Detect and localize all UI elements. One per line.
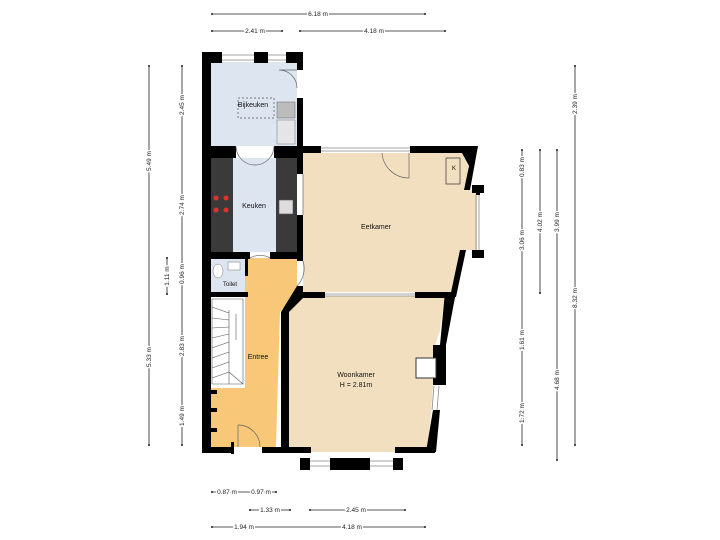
dim-top-right: 4.18 m <box>364 28 384 35</box>
wall <box>415 292 455 298</box>
wall <box>450 250 466 297</box>
wall <box>210 390 217 394</box>
wall <box>297 146 321 153</box>
wall <box>245 258 248 276</box>
wall <box>476 190 480 195</box>
dim-left-small: 1.11 m <box>164 266 171 285</box>
room-bijkeuken <box>210 62 297 146</box>
dim-bottom-097: 0.97 m <box>251 489 271 496</box>
stove-icon <box>213 195 229 213</box>
fireplace-icon <box>415 357 437 379</box>
wall <box>472 250 484 258</box>
wall <box>286 52 302 63</box>
dim-bottom-133: 1.33 m <box>260 507 280 514</box>
wall <box>330 458 370 470</box>
wall <box>274 146 303 158</box>
dim-top-overall: 6.18 m <box>308 11 328 18</box>
label-woonkamer: Woonkamer <box>337 372 375 379</box>
wall <box>210 428 217 432</box>
dim-left-upper-total: 5.49 m <box>146 151 153 171</box>
wall <box>281 286 303 447</box>
dim-left-bottom: 1.49 m <box>179 406 186 426</box>
wall <box>462 146 478 190</box>
toilet-bowl-icon <box>212 263 224 279</box>
dimension-lines <box>147 12 577 529</box>
label-toilet: Toilet <box>223 282 237 288</box>
wall <box>202 252 250 259</box>
label-bijkeuken: Bijkeuken <box>238 102 268 109</box>
wall <box>254 52 268 63</box>
wall <box>300 458 310 470</box>
wall <box>202 146 236 158</box>
dim-bottom-087: 0.87 m <box>217 489 237 496</box>
door-swings <box>235 69 410 448</box>
dim-right-172: 1.72 m <box>519 403 526 423</box>
wall <box>297 146 303 174</box>
wall <box>210 408 217 412</box>
wall <box>440 292 456 345</box>
wall <box>202 292 248 297</box>
sink-icon <box>278 199 294 215</box>
wall <box>395 447 435 453</box>
windows <box>222 54 480 467</box>
toilet-sink-icon <box>227 261 241 271</box>
label-keuken: Keuken <box>242 203 266 210</box>
wall <box>297 292 325 298</box>
dim-bottom-194: 1.94 m <box>234 524 254 531</box>
dim-right-eetkamer: 3.06 m <box>519 230 526 250</box>
dim-bottom-418: 4.18 m <box>342 524 362 531</box>
wall <box>276 447 311 453</box>
room-entree <box>210 258 297 452</box>
dim-bottom-245: 2.45 m <box>346 507 366 514</box>
dim-left-toilet: 0.96 m <box>179 264 186 284</box>
label-k: K <box>452 166 456 172</box>
kitchen-counter-left <box>211 158 233 252</box>
bijkeuken-skylight <box>237 97 275 119</box>
label-entree: Entree <box>248 354 269 361</box>
wall <box>231 442 234 454</box>
dim-left-stair: 2.83 m <box>179 336 186 356</box>
wall <box>426 410 440 452</box>
dim-left-bijkeuken: 2.45 m <box>179 95 186 115</box>
dim-right-161: 1.61 m <box>519 330 526 350</box>
label-eetkamer: Eetkamer <box>361 224 392 231</box>
wall <box>202 447 232 453</box>
dim-right-399: 3.99 m <box>554 212 561 232</box>
staircase <box>211 298 244 385</box>
wall <box>297 52 303 70</box>
wall <box>297 98 303 146</box>
bijkeuken-counter <box>276 119 296 145</box>
wall <box>270 252 303 259</box>
dim-right-k: 0.83 m <box>519 157 526 177</box>
k-closet <box>445 157 461 185</box>
bijkeuken-appliance <box>276 101 296 119</box>
dim-top-left: 2.41 m <box>245 28 265 35</box>
label-woonkamer-height: H = 2.81m <box>340 382 373 389</box>
dim-right-top: 2.39 m <box>572 94 579 114</box>
wall <box>393 458 403 470</box>
dim-right-overall: 8.32 m <box>572 288 579 308</box>
wall <box>297 215 303 261</box>
wall <box>262 447 282 453</box>
room-woonkamer <box>282 296 445 452</box>
dim-right-402: 4.02 m <box>537 212 544 232</box>
dim-left-lower-total: 5.33 m <box>146 347 153 367</box>
wall <box>410 146 472 153</box>
dim-right-468: 4.68 m <box>554 370 561 390</box>
wall <box>472 185 484 193</box>
dim-left-keuken: 2.74 m <box>179 195 186 215</box>
room-eetkamer <box>303 153 477 292</box>
wall <box>202 52 222 63</box>
